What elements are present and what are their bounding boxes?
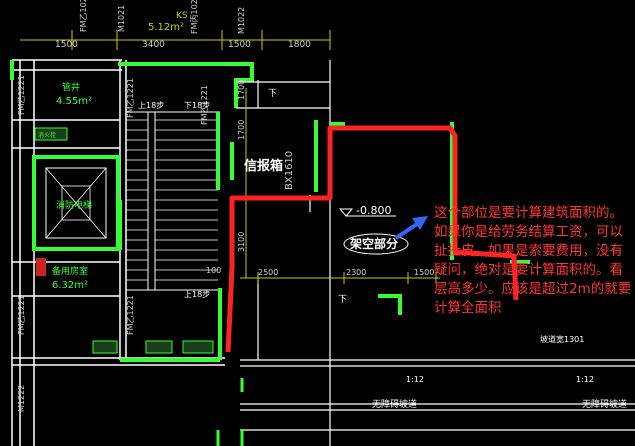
ramp-width-label: 坡道宽1301 xyxy=(540,334,584,344)
ramp-slope-2: 1:12 xyxy=(576,375,594,384)
dim-1500: 1500 xyxy=(55,40,78,50)
dim-1700-b: 1700 xyxy=(237,120,246,140)
fire-hydrant-box-1 xyxy=(34,127,68,141)
equip-room-name: 备用房室 xyxy=(52,265,88,277)
right-structure xyxy=(236,60,635,446)
letterbox-code: BX1610 xyxy=(284,151,295,190)
vertical-dim-line xyxy=(240,88,440,284)
aerial-part-ellipse xyxy=(343,233,409,255)
stairwell xyxy=(126,111,220,291)
stair-up-2: 上18步 xyxy=(184,290,210,299)
dim-2500: 2500 xyxy=(258,268,278,277)
blue-arrow-head xyxy=(412,216,428,230)
dim-2300: 2300 xyxy=(346,268,366,277)
door-tag-m1022: M1022 xyxy=(237,7,246,34)
down-arrow-2: 下 xyxy=(338,295,347,305)
area-boundary-outline xyxy=(225,125,519,353)
stair-up-1: 上18步 xyxy=(138,101,164,110)
door-tag-fm-bing: FM丙1022 xyxy=(190,0,199,34)
top-dimension-lines xyxy=(20,30,331,50)
door-tag-fm-top: FM乙1022 xyxy=(79,0,88,32)
fire-hydrant-box-2 xyxy=(92,340,118,354)
letterbox-green-wall xyxy=(230,120,318,192)
door-tag-m1021: M1021 xyxy=(117,5,126,32)
ks-label: KS xyxy=(176,11,188,21)
annotation-text: 这个部位是要计算建筑面积的。如果你是给劳务结算工资，可以扯扯皮。如果是索要费用，… xyxy=(434,205,632,316)
aerial-part-label: 架空部分 xyxy=(349,236,398,251)
dim-3100: 3100 xyxy=(237,232,246,252)
bottom-green-lines xyxy=(216,378,244,446)
blue-arrow-shaft xyxy=(394,220,422,240)
fire-hydrant-label-1: 消火栓 xyxy=(38,131,56,139)
dim-1800: 1800 xyxy=(288,40,311,50)
elevator-label: 消防电梯 xyxy=(56,199,92,211)
stair-treads xyxy=(126,119,218,281)
stairwell-green-walls xyxy=(10,60,254,362)
door-tag-fm-left-2: FM乙1221 xyxy=(126,78,135,118)
left-walls xyxy=(11,59,225,446)
dim-1500-b: 1500 xyxy=(228,40,251,50)
letterbox-label: 信报箱 xyxy=(244,158,283,174)
down-arrow-1: 下 xyxy=(268,89,277,99)
door-tag-fm-left-4: FM乙1221 xyxy=(126,295,135,335)
door-tag-fm-left-3: FM乙1221 xyxy=(17,295,26,335)
equip-room-area: 6.32m² xyxy=(52,280,88,291)
well-room-name: 管井 xyxy=(62,81,80,93)
red-marker xyxy=(36,258,46,276)
door-tag-m1222: M1222 xyxy=(17,385,26,412)
ramp-slope-1: 1:12 xyxy=(406,375,424,384)
door-tag-fm-stair: FM乙1221 xyxy=(200,85,209,125)
fire-hydrant-box-4 xyxy=(182,340,214,354)
stair-down-1: 下18步 xyxy=(184,101,210,110)
ramp-label-2: 无障碍坡道 xyxy=(582,398,627,410)
dim-1700-a: 1700 xyxy=(237,80,246,100)
dim-1500-c: 1500 xyxy=(414,268,434,277)
top-area: 5.12m² xyxy=(148,22,184,33)
ramp-label-1: 无障碍坡道 xyxy=(372,398,417,410)
door-tag-fm-left-1: FM乙1221 xyxy=(17,75,26,115)
elevation-value: -0.800 xyxy=(356,204,391,217)
well-room-area: 4.55m² xyxy=(56,96,92,107)
fire-hydrant-box-3 xyxy=(145,340,173,354)
dim-3400: 3400 xyxy=(142,40,165,50)
elevation-marker xyxy=(338,208,396,217)
dim-100: 100 xyxy=(206,266,221,275)
